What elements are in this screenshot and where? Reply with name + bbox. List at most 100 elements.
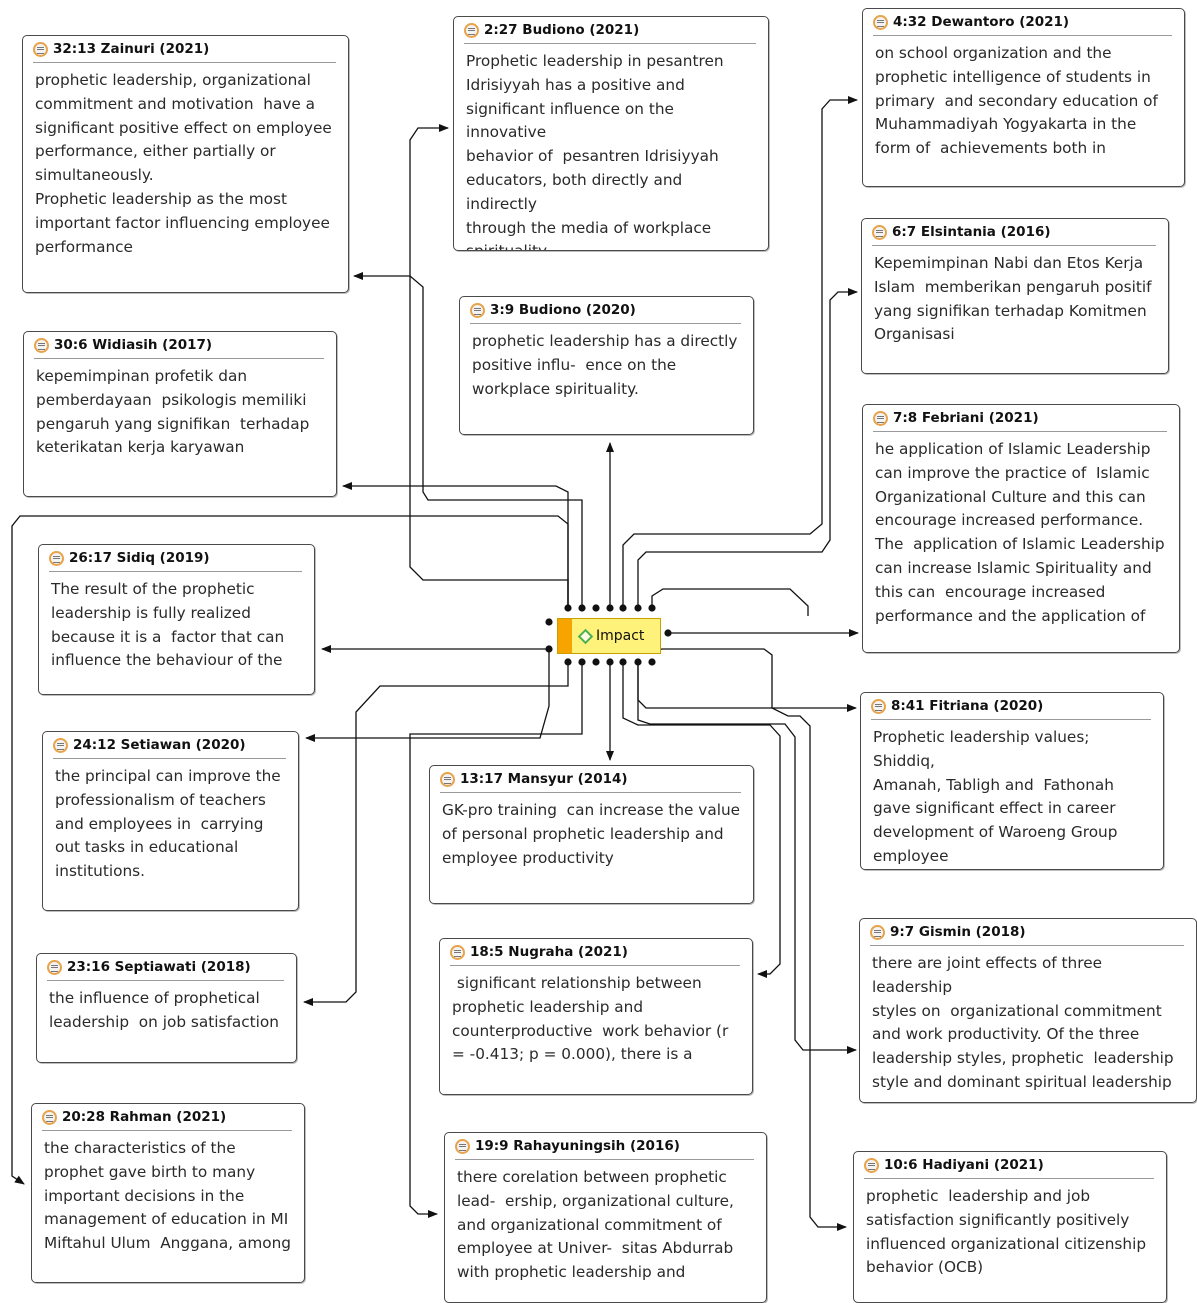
quotation-card[interactable]: 9:7 Gismin (2018) there are joint effects…: [859, 918, 1197, 1103]
quotation-header: 3:9 Budiono (2020): [470, 297, 741, 324]
quotation-card[interactable]: 18:5 Nugraha (2021) significant relation…: [439, 938, 753, 1095]
quotation-text: on school organization and the prophetic…: [875, 44, 1158, 158]
quotation-title: 3:9 Budiono (2020): [490, 302, 636, 318]
quotation-card[interactable]: 10:6 Hadiyani (2021)prophetic leadership…: [853, 1151, 1167, 1303]
quotation-title: 32:13 Zainuri (2021): [53, 41, 210, 57]
quotation-title: 4:32 Dewantoro (2021): [893, 14, 1070, 30]
quotation-icon: [455, 1138, 470, 1154]
connector-port[interactable]: [648, 604, 656, 612]
quotation-card[interactable]: 20:28 Rahman (2021) the characteristics o…: [31, 1103, 305, 1283]
quotation-text: there corelation between prophetic lead-…: [457, 1168, 734, 1282]
link-impact-to-q-19-9: [409, 662, 583, 1218]
quotation-header: 10:6 Hadiyani (2021): [864, 1152, 1154, 1179]
quotation-header: 7:8 Febriani (2021): [873, 405, 1167, 432]
quotation-title: 2:27 Budiono (2021): [484, 22, 640, 38]
quotation-header: 24:12 Setiawan (2020): [53, 732, 286, 759]
quotation-text: the characteristics of the prophet gave …: [44, 1139, 291, 1253]
connector-port[interactable]: [606, 658, 614, 666]
connector-port[interactable]: [564, 604, 572, 612]
quotation-text: the principal can improve the profession…: [55, 767, 281, 881]
link-impact-to-q-9-7: [637, 662, 857, 1054]
quotation-icon: [440, 771, 455, 787]
quotation-icon: [464, 22, 479, 38]
quotation-title: 9:7 Gismin (2018): [890, 924, 1026, 940]
quotation-text: prophetic leadership, organizational com…: [35, 71, 332, 256]
link-impact-to-q-32-13: [353, 272, 583, 608]
quotation-title: 30:6 Widiasih (2017): [54, 337, 213, 353]
quotation-text: the influence of prophetical leadership …: [49, 989, 279, 1031]
connector-port[interactable]: [578, 658, 586, 666]
link-impact-to-q-18-5: [622, 662, 781, 978]
link-impact-to-q-8-41: [637, 662, 857, 712]
quotation-title: 10:6 Hadiyani (2021): [884, 1157, 1044, 1173]
quotation-text: The result of the prophetic leadership i…: [51, 580, 285, 670]
connector-port[interactable]: [634, 604, 642, 612]
quotation-header: 20:28 Rahman (2021): [42, 1104, 292, 1131]
quotation-card[interactable]: 6:7 Elsintania (2016) Kepemimpinan Nabi d…: [861, 218, 1169, 374]
quotation-text: GK-pro training can increase the value o…: [442, 801, 741, 867]
quotation-card[interactable]: 8:41 Fitriana (2020)Prophetic leadership…: [860, 692, 1164, 870]
quotation-text: prophetic leadership has a directly posi…: [472, 332, 738, 398]
quotation-title: 23:16 Septiawati (2018): [67, 959, 251, 975]
quotation-title: 24:12 Setiawan (2020): [73, 737, 246, 753]
quotation-icon: [49, 550, 64, 566]
quotation-card[interactable]: 3:9 Budiono (2020) prophetic leadership h…: [459, 296, 754, 435]
quotation-title: 13:17 Mansyur (2014): [460, 771, 628, 787]
quotation-card[interactable]: 7:8 Febriani (2021) he application of Isl…: [862, 404, 1180, 653]
quotation-title: 19:9 Rahayuningsih (2016): [475, 1138, 680, 1154]
connector-port[interactable]: [648, 658, 656, 666]
quotation-card[interactable]: 4:32 Dewantoro (2021) on school organizat…: [862, 8, 1185, 187]
quotation-card[interactable]: 2:27 Budiono (2021)Prophetic leadership …: [453, 16, 769, 251]
connector-port[interactable]: [545, 645, 553, 653]
quotation-card[interactable]: 24:12 Setiawan (2020) the principal can i…: [42, 731, 299, 911]
connector-port[interactable]: [592, 604, 600, 612]
quotation-text: he application of Islamic Leadership can…: [875, 440, 1165, 625]
connector-port[interactable]: [664, 629, 672, 637]
quotation-title: 18:5 Nugraha (2021): [470, 944, 628, 960]
quotation-text: kepemimpinan profetik dan pemberdayaan p…: [36, 367, 310, 457]
quotation-card[interactable]: 32:13 Zainuri (2021) prophetic leadership…: [22, 35, 349, 293]
quotation-icon: [873, 410, 888, 426]
impact-code-node[interactable]: Impact: [557, 618, 661, 654]
link-impact-to-q-20-28: [11, 515, 569, 1185]
code-diamond-icon: [577, 628, 594, 644]
connector-port[interactable]: [606, 604, 614, 612]
quotation-card[interactable]: 26:17 Sidiq (2019) The result of the prop…: [38, 544, 315, 695]
link-impact-to-q-7-8: [651, 588, 809, 616]
impact-label: Impact: [596, 628, 645, 644]
quotation-title: 6:7 Elsintania (2016): [892, 224, 1051, 240]
quotation-header: 2:27 Budiono (2021): [464, 17, 756, 44]
connector-port[interactable]: [634, 658, 642, 666]
link-impact-to-q-23-16: [303, 662, 569, 1006]
quotation-header: 30:6 Widiasih (2017): [34, 332, 324, 359]
link-impact-to-q-6-7: [637, 288, 858, 608]
quotation-card[interactable]: 23:16 Septiawati (2018) the influence of …: [36, 953, 297, 1063]
connector-port[interactable]: [545, 618, 553, 626]
connector-port[interactable]: [619, 658, 627, 666]
quotation-card[interactable]: 19:9 Rahayuningsih (2016) there corelatio…: [444, 1132, 767, 1303]
quotation-title: 26:17 Sidiq (2019): [69, 550, 210, 566]
quotation-text: Kepemimpinan Nabi dan Etos Kerja Islam m…: [874, 254, 1152, 344]
quotation-header: 26:17 Sidiq (2019): [49, 545, 302, 572]
connector-port[interactable]: [564, 658, 572, 666]
quotation-text: there are joint effects of three leaders…: [872, 954, 1174, 1091]
quotation-text: significant relationship between prophet…: [452, 974, 729, 1064]
quotation-icon: [47, 959, 62, 975]
connector-port[interactable]: [578, 604, 586, 612]
quotation-icon: [33, 41, 48, 57]
quotation-icon: [872, 224, 887, 240]
quotation-icon: [53, 737, 68, 753]
quotation-card[interactable]: 13:17 Mansyur (2014) GK-pro training can …: [429, 765, 754, 904]
link-impact-to-q-30-6: [342, 482, 569, 608]
quotation-header: 32:13 Zainuri (2021): [33, 36, 336, 63]
quotation-icon: [450, 944, 465, 960]
quotation-title: 20:28 Rahman (2021): [62, 1109, 227, 1125]
connector-port[interactable]: [619, 604, 627, 612]
quotation-icon: [42, 1109, 57, 1125]
quotation-card[interactable]: 30:6 Widiasih (2017) kepemimpinan profeti…: [23, 331, 337, 497]
link-impact-to-q-4-32: [622, 96, 858, 608]
connector-port[interactable]: [592, 658, 600, 666]
quotation-header: 23:16 Septiawati (2018): [47, 954, 284, 981]
